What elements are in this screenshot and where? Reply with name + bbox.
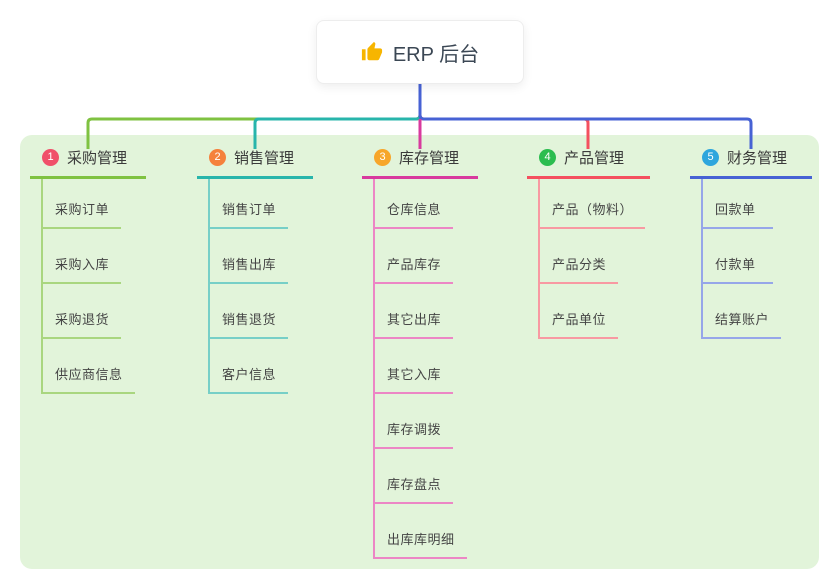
child-node[interactable]: 付款单 (701, 229, 773, 284)
child-node[interactable]: 回款单 (701, 179, 773, 229)
root-node[interactable]: ERP 后台 (316, 20, 524, 84)
child-node[interactable]: 库存调拨 (373, 394, 454, 449)
branches-panel (20, 135, 819, 569)
child-node[interactable]: 产品库存 (373, 229, 454, 284)
child-node[interactable]: 供应商信息 (41, 339, 135, 394)
child-node[interactable]: 库存盘点 (373, 449, 454, 504)
branch-number-badge: 3 (374, 148, 391, 166)
branch-children: 采购订单 采购入库 采购退货 供应商信息 (41, 179, 135, 394)
child-node[interactable]: 采购订单 (41, 179, 122, 229)
branch-purchase: 1 采购管理 采购订单 采购入库 采购退货 供应商信息 (30, 146, 146, 394)
branch-children: 仓库信息 产品库存 其它出库 其它入库 库存调拨 库存盘点 出库库明细 (373, 179, 467, 559)
child-node[interactable]: 销售订单 (208, 179, 289, 229)
branch-number-badge: 4 (539, 148, 556, 166)
branch-children: 产品（物料） 产品分类 产品单位 (538, 179, 646, 339)
branch-title: 采购管理 (67, 149, 128, 167)
child-node[interactable]: 出库库明细 (373, 504, 467, 559)
branch-title: 产品管理 (564, 149, 625, 167)
branch-sales: 2 销售管理 销售订单 销售出库 销售退货 客户信息 (197, 146, 313, 394)
child-node[interactable]: 采购入库 (41, 229, 122, 284)
branch-number-badge: 1 (42, 148, 59, 166)
child-node[interactable]: 结算账户 (701, 284, 782, 339)
child-node[interactable]: 采购退货 (41, 284, 122, 339)
connector-vline (701, 179, 703, 339)
thumbs-up-icon (361, 41, 382, 61)
branch-number-badge: 2 (209, 148, 226, 166)
root-node-label: ERP 后台 (392, 43, 480, 66)
branch-children: 回款单 付款单 结算账户 (701, 179, 782, 339)
child-node[interactable]: 产品（物料） (538, 179, 646, 229)
connector-vline (538, 179, 540, 339)
branch-children: 销售订单 销售出库 销售退货 客户信息 (208, 179, 289, 394)
connector-vline (208, 179, 210, 394)
child-node[interactable]: 销售退货 (208, 284, 289, 339)
connector-vline (373, 179, 375, 559)
child-node[interactable]: 其它出库 (373, 284, 454, 339)
branch-title: 财务管理 (727, 149, 788, 167)
branch-node[interactable]: 4 产品管理 (527, 146, 650, 179)
branch-title: 库存管理 (399, 149, 460, 167)
child-node[interactable]: 客户信息 (208, 339, 289, 394)
child-node[interactable]: 产品单位 (538, 284, 619, 339)
branch-node[interactable]: 1 采购管理 (30, 146, 146, 179)
child-node[interactable]: 仓库信息 (373, 179, 454, 229)
branch-node[interactable]: 3 库存管理 (362, 146, 478, 179)
branch-number-badge: 5 (702, 148, 719, 166)
branch-title: 销售管理 (234, 149, 295, 167)
branch-inventory: 3 库存管理 仓库信息 产品库存 其它出库 其它入库 库存调拨 库存盘点 出库库… (362, 146, 478, 559)
branch-product: 4 产品管理 产品（物料） 产品分类 产品单位 (527, 146, 650, 339)
child-node[interactable]: 产品分类 (538, 229, 619, 284)
connector-vline (41, 179, 43, 394)
branch-finance: 5 财务管理 回款单 付款单 结算账户 (690, 146, 812, 339)
branch-node[interactable]: 5 财务管理 (690, 146, 812, 179)
branch-node[interactable]: 2 销售管理 (197, 146, 313, 179)
child-node[interactable]: 销售出库 (208, 229, 289, 284)
child-node[interactable]: 其它入库 (373, 339, 454, 394)
